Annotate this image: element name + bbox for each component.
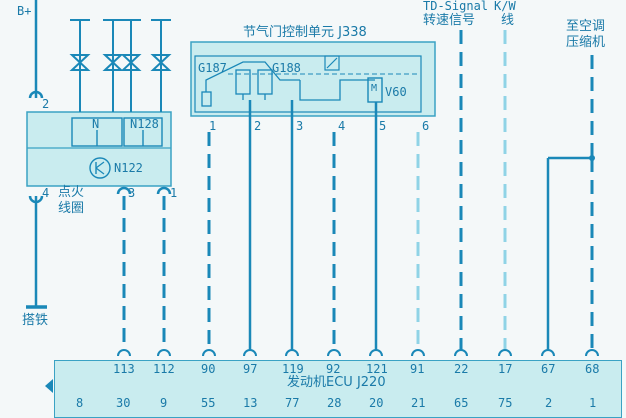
ecu-bottom-pin: 77 [285, 396, 300, 410]
ecu-connector-arcs [117, 349, 599, 357]
ignition-pin-4: 4 [42, 186, 50, 200]
throttle-pin: 4 [338, 119, 346, 133]
motor-symbol-label: M [371, 83, 378, 94]
ac-label-line1: 至空调 [566, 19, 606, 34]
ecu-top-pin: 92 [326, 362, 341, 376]
ecu-top-pin: 91 [410, 362, 425, 376]
rpm-signal-label: 转速信号 [423, 13, 476, 28]
n122-component-label: N122 [114, 161, 143, 175]
connector-arrow-icon [45, 379, 53, 393]
throttle-pin: 2 [254, 119, 262, 133]
v60-component-label: V60 [385, 85, 407, 99]
throttle-pin: 3 [296, 119, 304, 133]
ecu-bottom-pin: 30 [116, 396, 131, 410]
ignition-coil-module [26, 111, 172, 187]
kw-line-label: 线 [501, 13, 515, 28]
throttle-output-wires [207, 100, 420, 350]
ecu-top-pin: 22 [454, 362, 469, 376]
g187-component-label: G187 [198, 61, 227, 75]
ecu-bottom-pin: 75 [498, 396, 513, 410]
supply-line [28, 0, 44, 306]
ignition-pin-2: 2 [42, 97, 50, 111]
throttle-pin: 5 [379, 119, 387, 133]
ecu-bottom-pin: 55 [201, 396, 216, 410]
ground-label: 搭铁 [22, 313, 49, 328]
ecu-top-pin: 113 [113, 362, 135, 376]
throttle-unit-title: 节气门控制单元 J338 [243, 25, 367, 40]
ecu-bottom-pin: 65 [454, 396, 469, 410]
ignition-pin-1: 1 [170, 186, 178, 200]
ecu-top-pin: 68 [585, 362, 600, 376]
throttle-control-unit [190, 41, 436, 117]
ecu-top-pin: 121 [366, 362, 388, 376]
ignition-pin-3: 3 [128, 186, 136, 200]
ecu-top-pin: 90 [201, 362, 216, 376]
ecu-top-pin: 17 [498, 362, 513, 376]
td-signal-label: TD-Signal [423, 0, 489, 13]
g188-component-label: G188 [272, 61, 301, 75]
ecu-bottom-pin: 8 [76, 396, 84, 410]
ecu-bottom-pin: 9 [160, 396, 168, 410]
ecu-bottom-pin: 21 [411, 396, 426, 410]
ac-label-line2: 压缩机 [566, 35, 606, 50]
ecu-top-pin: 112 [153, 362, 175, 376]
ecu-top-pin: 119 [282, 362, 304, 376]
ecu-bottom-pin: 13 [243, 396, 258, 410]
supply-label: B+ [17, 4, 32, 18]
throttle-pin: 1 [209, 119, 217, 133]
ignition-output-wires [116, 186, 172, 350]
ecu-title: 发动机ECU J220 [287, 375, 386, 390]
ecu-bottom-pin: 28 [327, 396, 342, 410]
ecu-top-pin: 97 [243, 362, 258, 376]
n128-component-label: N128 [130, 117, 159, 131]
ignition-coil-label-line1: 点火 [58, 185, 85, 200]
ecu-bottom-pin: 2 [545, 396, 553, 410]
throttle-pin: 6 [422, 119, 430, 133]
transistor-icon [89, 157, 111, 179]
n-component-label: N [92, 117, 100, 131]
kw-label: K/W [494, 0, 516, 13]
ecu-top-pin: 67 [541, 362, 556, 376]
ignition-coil-label-line2: 线圈 [58, 201, 85, 216]
ecu-bottom-pin: 20 [369, 396, 384, 410]
ecu-bottom-pin: 1 [589, 396, 597, 410]
spark-plug-icons [69, 19, 172, 112]
signal-wires [459, 30, 595, 350]
